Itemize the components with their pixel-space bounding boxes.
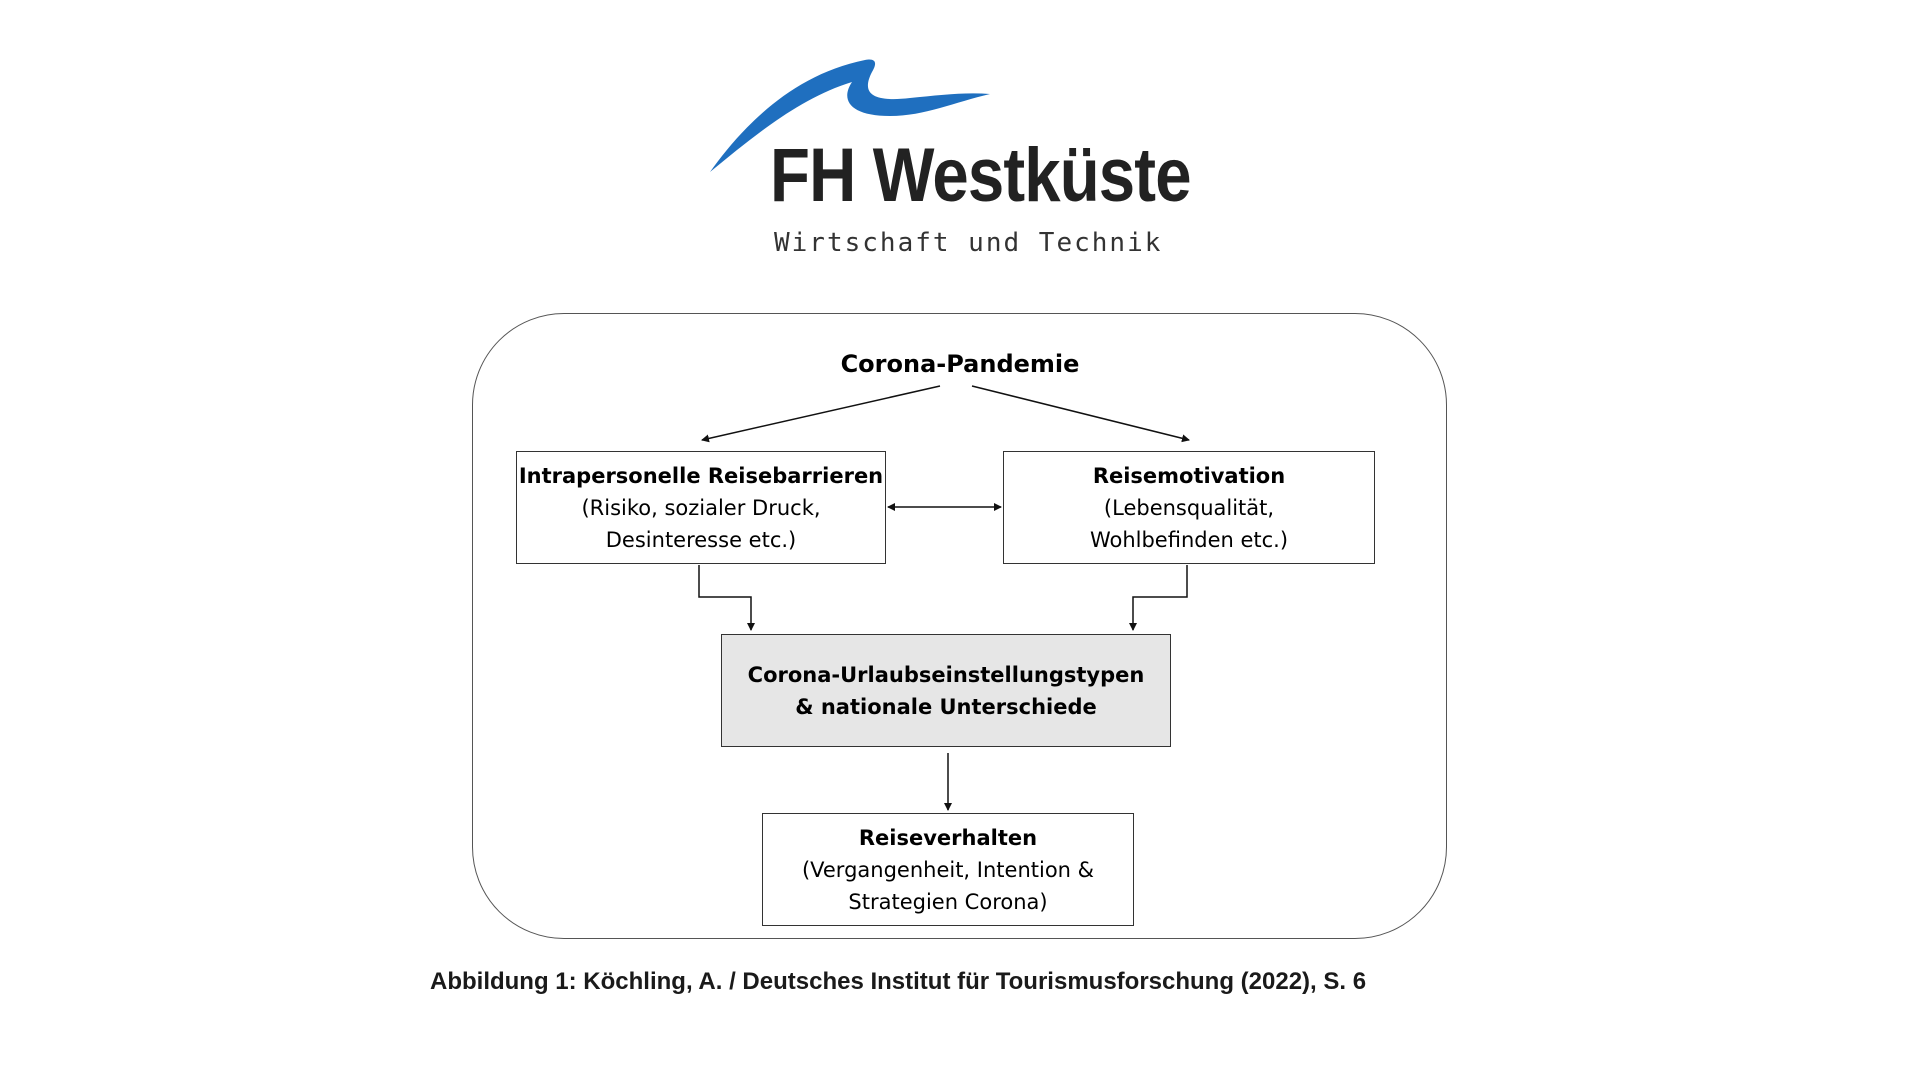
logo-subtitle: Wirtschaft und Technik bbox=[774, 228, 1163, 258]
wave-logo-icon bbox=[710, 59, 990, 172]
node-reisemotivation: Reisemotivation (Lebensqualität, Wohlbef… bbox=[1003, 451, 1375, 564]
node-intrapersonelle-reisebarrieren: Intrapersonelle Reisebarrieren (Risiko, … bbox=[516, 451, 886, 564]
logo-title: FH Westküste bbox=[770, 133, 1192, 218]
barriers-line-1: (Risiko, sozialer Druck, bbox=[581, 495, 821, 520]
motivation-title: Reisemotivation bbox=[1092, 463, 1286, 488]
barriers-title: Intrapersonelle Reisebarrieren bbox=[518, 463, 884, 488]
diagram-frame bbox=[472, 313, 1447, 939]
behavior-line-1: (Vergangenheit, Intention & bbox=[801, 857, 1095, 882]
barriers-line-2: Desinteresse etc.) bbox=[605, 527, 797, 552]
fh-westkueste-logo: FH Westküste Wirtschaft und Technik bbox=[700, 50, 1192, 270]
arrow-pandemie-to-motivation bbox=[971, 385, 1190, 443]
node-corona-pandemie: Corona-Pandemie bbox=[840, 350, 1080, 378]
arrow-barriers-to-types bbox=[698, 565, 755, 631]
arrow-pandemie-to-barriers bbox=[701, 385, 941, 443]
node-reiseverhalten: Reiseverhalten (Vergangenheit, Intention… bbox=[762, 813, 1134, 926]
behavior-title: Reiseverhalten bbox=[858, 825, 1038, 850]
figure-caption: Abbildung 1: Köchling, A. / Deutsches In… bbox=[430, 968, 1367, 995]
types-line-2: & nationale Unterschiede bbox=[795, 694, 1097, 719]
motivation-line-1: (Lebensqualität, bbox=[1103, 495, 1275, 520]
behavior-line-2: Strategien Corona) bbox=[848, 889, 1048, 914]
types-line-1: Corona-Urlaubseinstellungstypen bbox=[747, 662, 1145, 687]
arrow-motivation-to-types bbox=[1129, 565, 1188, 631]
node-corona-urlaubseinstellungstypen: Corona-Urlaubseinstellungstypen & nation… bbox=[721, 634, 1171, 747]
motivation-line-2: Wohlbefinden etc.) bbox=[1089, 527, 1289, 552]
